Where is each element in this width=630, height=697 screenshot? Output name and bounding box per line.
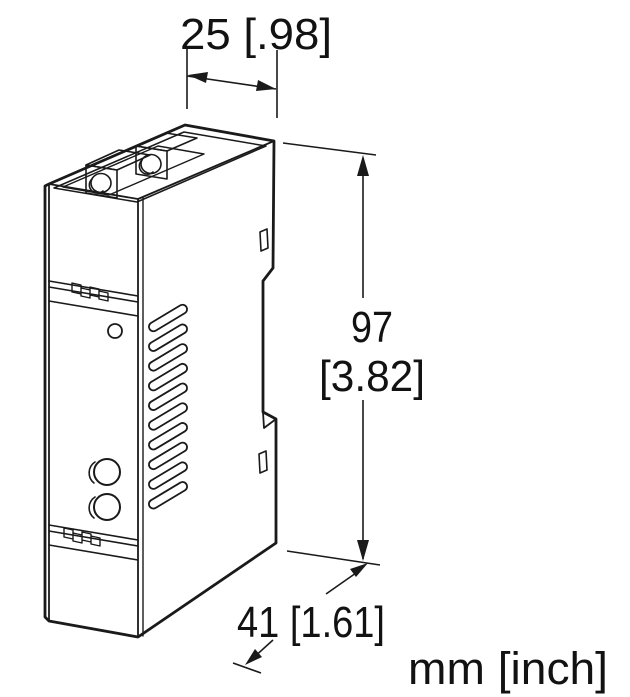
lower-label-band: [48, 524, 139, 561]
height-extension-line-top: [282, 142, 377, 156]
depth-arrowhead-upper: [350, 563, 368, 577]
terminal-2-screw-head: [140, 153, 162, 175]
din-rail-latch: [262, 411, 277, 429]
vent-slot: [148, 461, 188, 490]
vent-slot: [148, 343, 188, 372]
depth-arrow-shaft-upper: [325, 572, 357, 595]
vent-slot: [148, 323, 188, 352]
terminal-2-screw-slot: [138, 159, 154, 175]
height-arrowhead-up: [357, 155, 369, 176]
depth-extension-line-lower: [232, 662, 262, 674]
depth-dimension: 41 [1.61]: [232, 563, 385, 674]
band-line: [48, 280, 139, 297]
height-extension-line-bottom: [286, 550, 381, 566]
vent-slot: [148, 402, 188, 431]
band-line: [48, 544, 139, 561]
side-face: [148, 228, 277, 510]
side-top-edge: [137, 140, 275, 200]
width-arrowhead-left: [188, 72, 208, 83]
front-face: [48, 280, 139, 561]
top-face: [53, 131, 267, 203]
width-dimension: 25 [.98]: [180, 10, 332, 118]
terminal-1-screw-head: [90, 172, 112, 194]
band-terminal-marks: [63, 527, 101, 547]
height-dimension: 97 [3.82]: [282, 142, 425, 566]
module-edges: [48, 140, 275, 638]
knob-2-shadow-arc: [88, 496, 96, 519]
height-dimension-label-mm: 97: [351, 303, 393, 352]
width-arrowhead-right: [256, 80, 276, 91]
module-silhouette: [43, 123, 278, 639]
depth-dimension-label: 41 [1.61]: [237, 598, 385, 647]
vent-slots: [148, 303, 188, 510]
vent-slot: [148, 303, 188, 333]
terminal-screw-2: [135, 132, 198, 180]
terminal-2-body-top: [135, 132, 198, 152]
led-indicator: [107, 323, 123, 339]
vent-slot: [148, 362, 188, 392]
knob-1-shadow-arc: [88, 461, 96, 484]
width-dimension-label: 25 [.98]: [180, 10, 332, 59]
vent-slot: [148, 382, 188, 411]
adjustment-knobs: [88, 458, 121, 521]
vent-slot: [148, 441, 188, 471]
height-arrowhead-down: [357, 540, 369, 561]
mounting-tab-slot-upper: [259, 228, 269, 252]
knob-2: [93, 493, 121, 521]
device-module: [43, 123, 278, 639]
band-terminal-marks: [71, 282, 109, 302]
height-dimension-label-inch: [3.82]: [319, 352, 425, 401]
upper-label-band: [48, 280, 139, 317]
units-label: mm [inch]: [408, 643, 608, 694]
knob-1: [93, 458, 121, 486]
vent-slot: [148, 481, 188, 510]
depth-arrowhead-lower: [245, 649, 262, 665]
terminal-1-screw-slot: [88, 178, 104, 194]
band-line: [48, 300, 139, 317]
vent-slot: [148, 422, 188, 451]
band-line: [48, 286, 139, 303]
mounting-tab-slot-lower: [258, 450, 268, 474]
